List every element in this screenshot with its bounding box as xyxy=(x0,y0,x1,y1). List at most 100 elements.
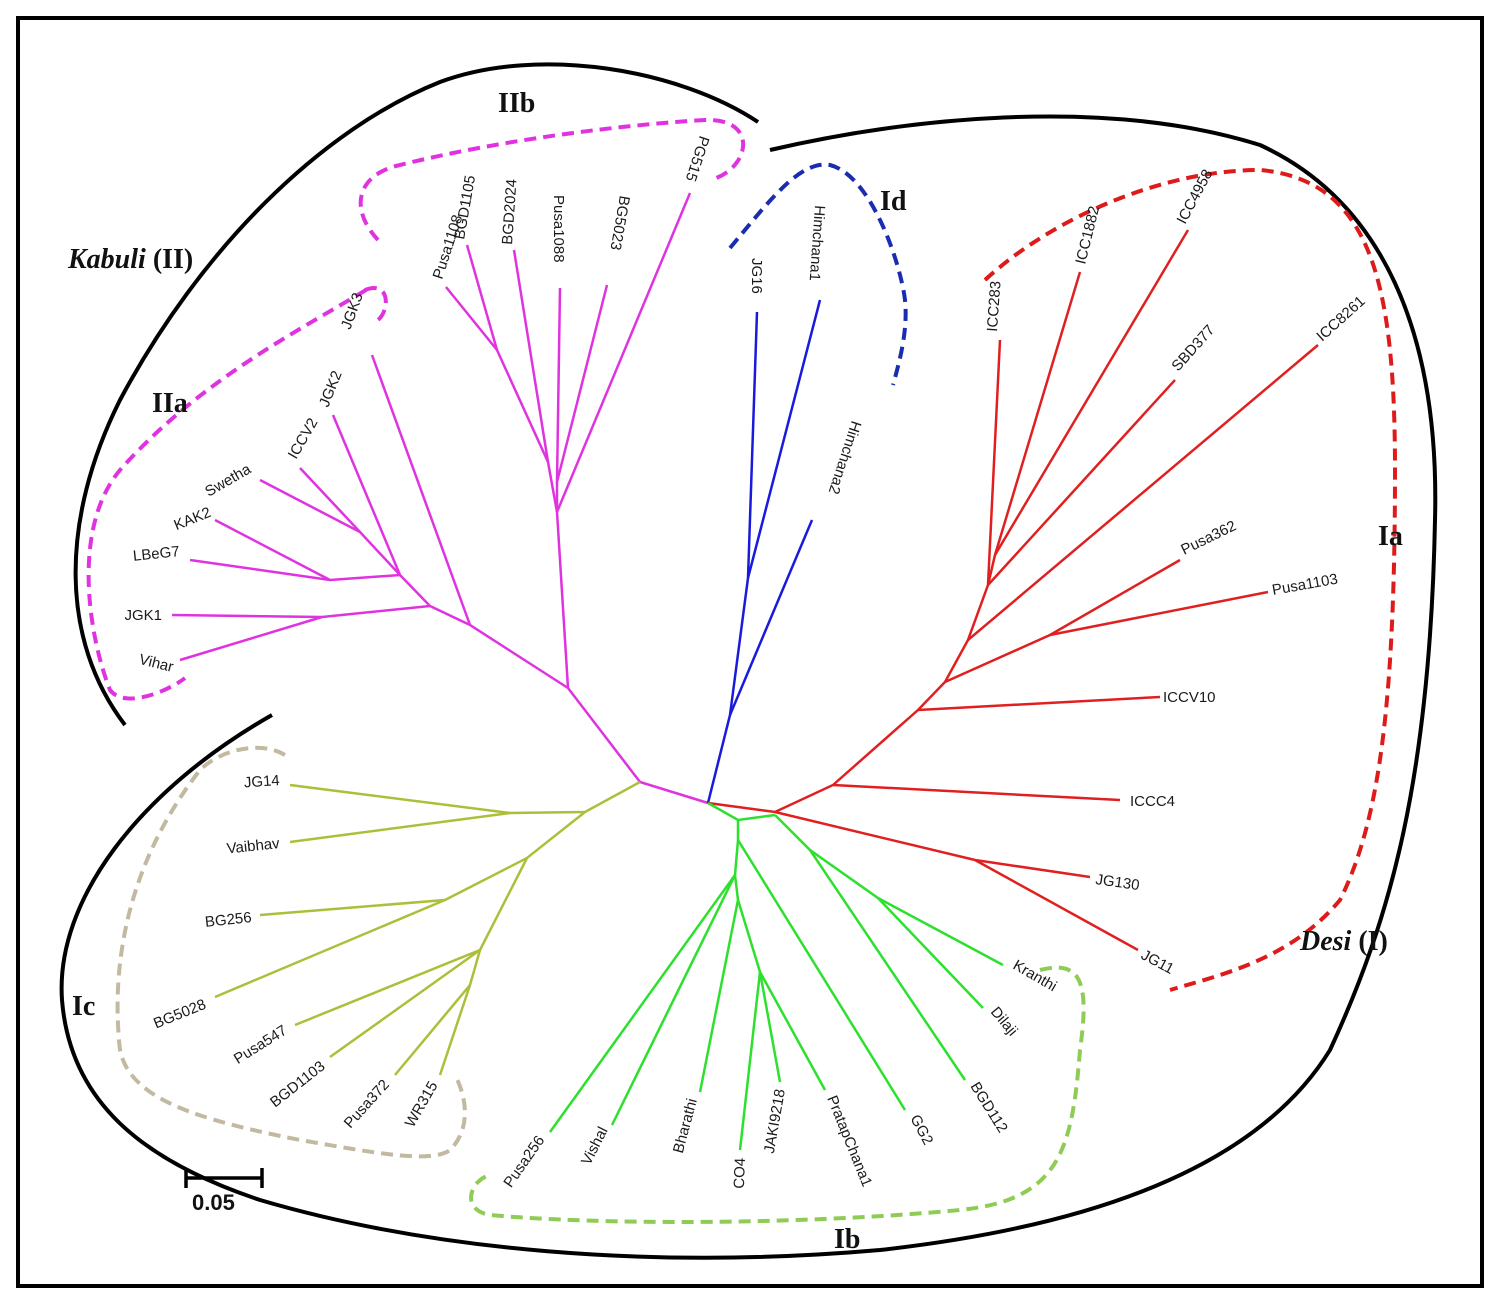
cluster-label-IIb: IIb xyxy=(498,88,535,119)
cluster-Ib-outline xyxy=(469,965,1086,1224)
group-label-kabuli: Kabuli (II) xyxy=(67,244,193,275)
leaf-label: PratapChana1 xyxy=(823,1093,875,1189)
branch xyxy=(746,299,822,579)
branch xyxy=(189,558,431,607)
group-name: Desi xyxy=(1299,926,1352,957)
leaf-label: Kranthi xyxy=(1010,957,1060,995)
branch xyxy=(289,811,511,844)
branch xyxy=(289,780,641,815)
figure-frame xyxy=(16,16,1484,1288)
leaf-label: Bharathi xyxy=(670,1097,701,1155)
cluster-label-IIa: IIa xyxy=(152,388,188,419)
leaf-label: BG5023 xyxy=(607,194,633,251)
branch xyxy=(329,948,481,1059)
branch xyxy=(1049,590,1269,637)
leaf-label: ICC1882 xyxy=(1072,204,1103,266)
scale-bar-label: 0.05 xyxy=(192,1190,235,1215)
branch xyxy=(987,379,1176,586)
branch xyxy=(736,820,907,1111)
cluster-label-Id: Id xyxy=(880,186,907,217)
leaf-label: JG130 xyxy=(1094,871,1140,894)
leaf-label: WR315 xyxy=(402,1079,442,1131)
cluster-label-Ia: Ia xyxy=(1378,521,1403,552)
branch xyxy=(465,244,499,351)
cluster-IIb-outline xyxy=(358,117,746,242)
cluster-label-Ib: Ib xyxy=(834,1224,860,1255)
scale-bar-line xyxy=(184,1168,264,1188)
leaf-label: Himchana2 xyxy=(825,419,865,496)
leaf-label: LBeG7 xyxy=(132,543,180,565)
leaf-label: BGD2024 xyxy=(499,178,521,245)
branch xyxy=(832,783,1121,802)
branch xyxy=(370,354,472,626)
leaf-label: Swetha xyxy=(202,460,254,500)
branch xyxy=(299,467,361,533)
branch xyxy=(808,849,967,1081)
branch xyxy=(394,949,482,1076)
leaf-label: ICC8261 xyxy=(1313,293,1368,345)
branch xyxy=(429,604,569,690)
branch xyxy=(610,874,737,1126)
leaf-label: Vaibhav xyxy=(226,835,281,858)
leaf-label: Vihar xyxy=(137,651,175,676)
leaf-label: JGK2 xyxy=(316,368,346,409)
branch xyxy=(698,899,740,1093)
leaf-label: JAKI9218 xyxy=(761,1088,789,1155)
branch xyxy=(214,898,446,999)
leaf-label: JGK1 xyxy=(124,607,162,624)
branch xyxy=(567,687,709,805)
leaf-label: BGD1105 xyxy=(451,174,479,241)
leaf-label: SBD377 xyxy=(1168,322,1218,375)
cluster-Ic-outline xyxy=(115,745,467,1159)
leaf-label: ICCC4 xyxy=(1130,793,1175,810)
desi-group-outline xyxy=(59,114,1438,1260)
leaf-label: BG256 xyxy=(204,909,252,931)
branch xyxy=(548,874,737,1133)
branch xyxy=(555,284,609,483)
leaf-label: Dilaji xyxy=(987,1004,1021,1040)
kabuli-branches xyxy=(171,192,709,805)
leaf-label: ICCV10 xyxy=(1163,689,1216,706)
branch xyxy=(728,519,814,716)
branch xyxy=(171,604,431,619)
leaf-label: CO4 xyxy=(731,1158,749,1189)
branch xyxy=(179,615,323,662)
branch xyxy=(774,814,1004,967)
leaf-label: BG5028 xyxy=(151,996,208,1032)
group-suffix: (II) xyxy=(146,244,193,275)
leaf-label: JG16 xyxy=(748,258,765,294)
leaf-label: JGK3 xyxy=(338,291,367,332)
group-label-desi: Desi (I) xyxy=(1299,926,1388,957)
leaf-label: JG11 xyxy=(1138,947,1177,978)
branch xyxy=(917,695,1161,712)
group-suffix: (I) xyxy=(1351,926,1388,957)
branch xyxy=(331,414,402,576)
branch xyxy=(259,811,586,917)
branch xyxy=(944,558,1181,684)
branch xyxy=(512,249,550,463)
leaf-labels: JGK3 JGK2 ICCV2 Swetha KAK2 LBeG7 JGK1 V… xyxy=(124,134,1368,1191)
leaf-label: ICC283 xyxy=(984,280,1005,332)
cluster-Ia-branches xyxy=(707,229,1319,952)
branch xyxy=(445,286,570,689)
cluster-Id-branches xyxy=(706,299,822,804)
leaf-label: Himchana1 xyxy=(806,205,828,282)
cluster-label-Ic: Ic xyxy=(72,991,95,1022)
branch xyxy=(738,971,762,1151)
branch xyxy=(555,192,692,513)
scale-bar: 0.05 xyxy=(184,1168,264,1215)
leaf-label: ICCV2 xyxy=(285,415,322,462)
leaf-label: BGD112 xyxy=(967,1079,1011,1136)
leaf-label: Pusa256 xyxy=(500,1133,548,1191)
branch xyxy=(993,229,1190,556)
leaf-label: Vishal xyxy=(578,1124,612,1168)
branch xyxy=(706,311,759,804)
leaf-label: PG515 xyxy=(682,134,713,184)
leaf-label: Pusa362 xyxy=(1178,517,1239,558)
leaf-label: Pusa1103 xyxy=(1271,571,1339,599)
branch xyxy=(214,518,331,582)
branch xyxy=(758,971,782,1083)
leaf-label: Pusa372 xyxy=(341,1076,393,1131)
cluster-Ia-outline xyxy=(983,167,1398,992)
